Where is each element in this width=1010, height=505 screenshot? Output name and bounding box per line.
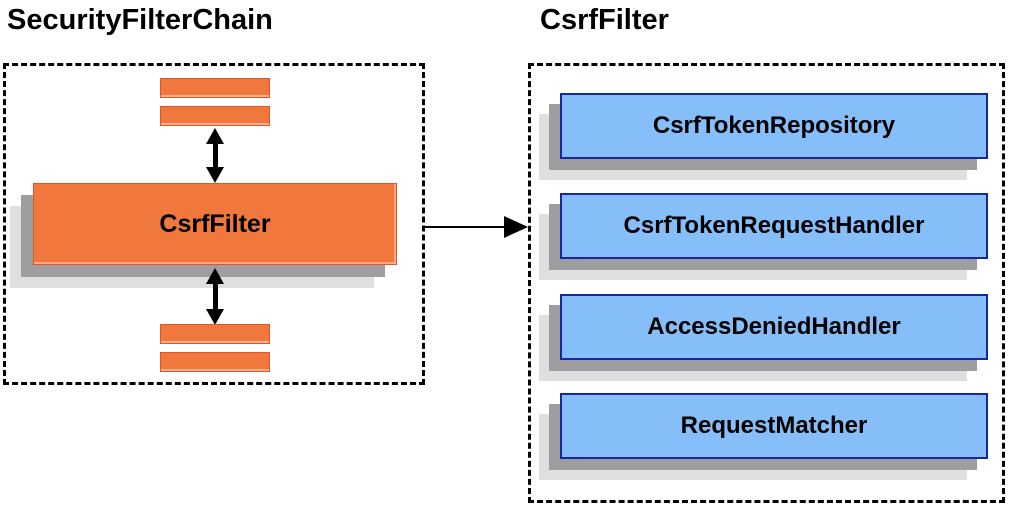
component-box-csrf-token-request-handler: CsrfTokenRequestHandler (560, 193, 988, 259)
double-arrow-icon (206, 268, 224, 325)
component-label: CsrfTokenRequestHandler (623, 212, 925, 239)
csrf-filter-container (528, 63, 1005, 503)
filter-placeholder-bar (160, 106, 270, 126)
csrf-filter-box: CsrfFilter (33, 183, 397, 265)
component-label: CsrfTokenRepository (652, 112, 896, 139)
filter-placeholder-bar (160, 324, 270, 344)
arrowhead-right-icon (504, 216, 528, 238)
arrowhead-down-icon (206, 167, 224, 183)
arrowhead-down-icon (206, 309, 224, 325)
component-box-access-denied-handler: AccessDeniedHandler (560, 294, 988, 360)
arrow-shaft (425, 226, 508, 228)
component-box-request-matcher: RequestMatcher (560, 393, 988, 459)
component-label: AccessDeniedHandler (647, 313, 901, 340)
filter-placeholder-bar (160, 78, 270, 98)
csrf-filter-box-label: CsrfFilter (159, 209, 271, 238)
component-box-csrf-token-repository: CsrfTokenRepository (560, 93, 988, 159)
right-panel-title: CsrfFilter (540, 4, 669, 36)
component-label: RequestMatcher (680, 412, 868, 439)
filter-placeholder-bar (160, 352, 270, 372)
arrowhead-up-icon (206, 128, 224, 144)
link-arrow-icon (425, 216, 528, 238)
arrowhead-up-icon (206, 268, 224, 284)
arrow-shaft (212, 280, 218, 313)
left-panel-title: SecurityFilterChain (7, 4, 273, 36)
double-arrow-icon (206, 128, 224, 183)
security-filter-chain-container (3, 63, 425, 385)
arrow-shaft (212, 140, 218, 171)
